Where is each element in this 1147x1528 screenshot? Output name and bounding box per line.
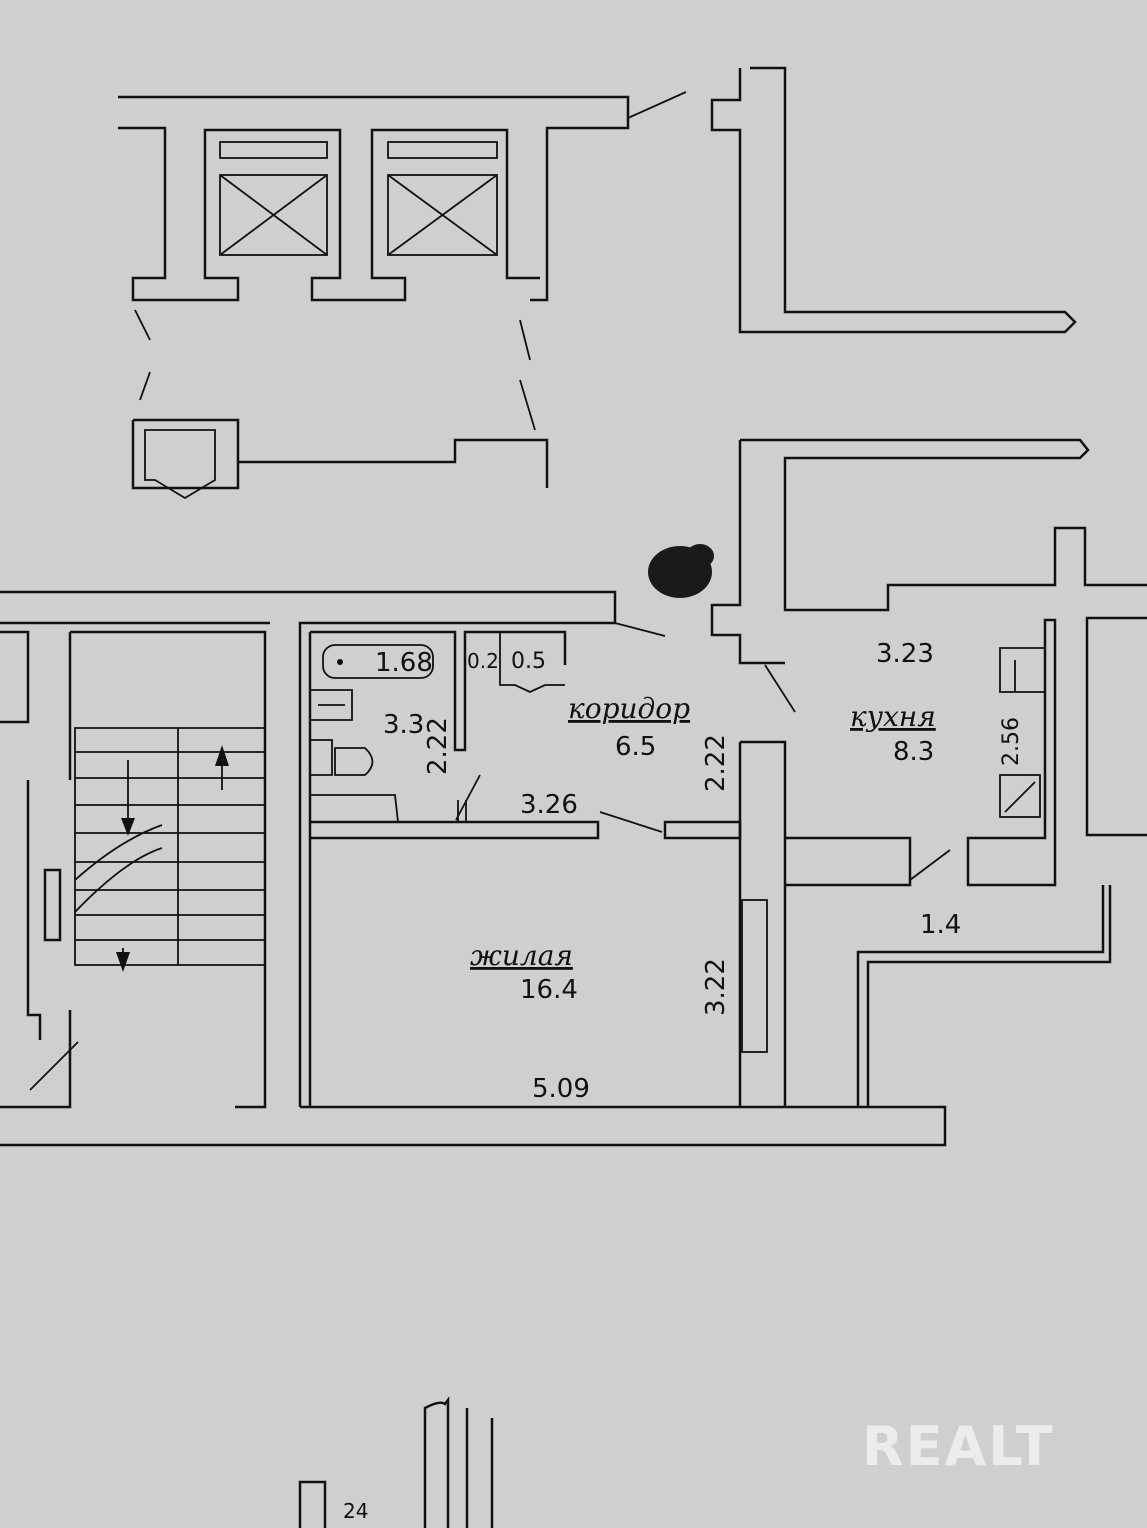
bathroom-width-label: 2.22 bbox=[423, 717, 453, 775]
toilet-icon bbox=[334, 747, 374, 776]
apartment bbox=[0, 590, 1112, 1147]
kitchen-area-label: 8.3 bbox=[893, 737, 934, 767]
kitchen-width-label: 2.56 bbox=[999, 717, 1024, 766]
realt-watermark: REALT bbox=[862, 1415, 1055, 1478]
bathroom-area-label: 3.3 bbox=[383, 710, 424, 740]
living-area-label: 16.4 bbox=[520, 975, 578, 1005]
elevator-shaft-1 bbox=[219, 174, 328, 256]
kitchen-name-label: кухня bbox=[850, 700, 936, 733]
elevator-block bbox=[118, 91, 687, 500]
kitchen-length-label: 3.23 bbox=[876, 639, 934, 669]
living-name-label: жилая bbox=[470, 939, 573, 972]
elevator-shaft-2 bbox=[387, 174, 498, 256]
lower-fragments bbox=[298, 1396, 494, 1528]
corridor-area-label: 6.5 bbox=[615, 732, 656, 762]
stove-icon bbox=[999, 774, 1041, 818]
outer-walls-right bbox=[710, 66, 1147, 837]
bath-area-label: 1.68 bbox=[375, 648, 433, 678]
closet-a-label: 0.2 bbox=[467, 649, 499, 673]
closet-b-label: 0.5 bbox=[511, 649, 546, 674]
corridor-name-label: коридор bbox=[568, 692, 690, 725]
balcony-area-label: 1.4 bbox=[920, 910, 961, 940]
bathtub-icon bbox=[322, 644, 434, 679]
sheet-number-label: 24 bbox=[343, 1499, 368, 1523]
corridor-length-label: 3.26 bbox=[520, 790, 578, 820]
living-length-label: 5.09 bbox=[532, 1074, 590, 1104]
living-width-label: 3.22 bbox=[701, 958, 731, 1016]
ink-blot bbox=[648, 544, 714, 598]
corridor-width-label: 2.22 bbox=[701, 734, 731, 792]
stairs bbox=[74, 727, 266, 972]
